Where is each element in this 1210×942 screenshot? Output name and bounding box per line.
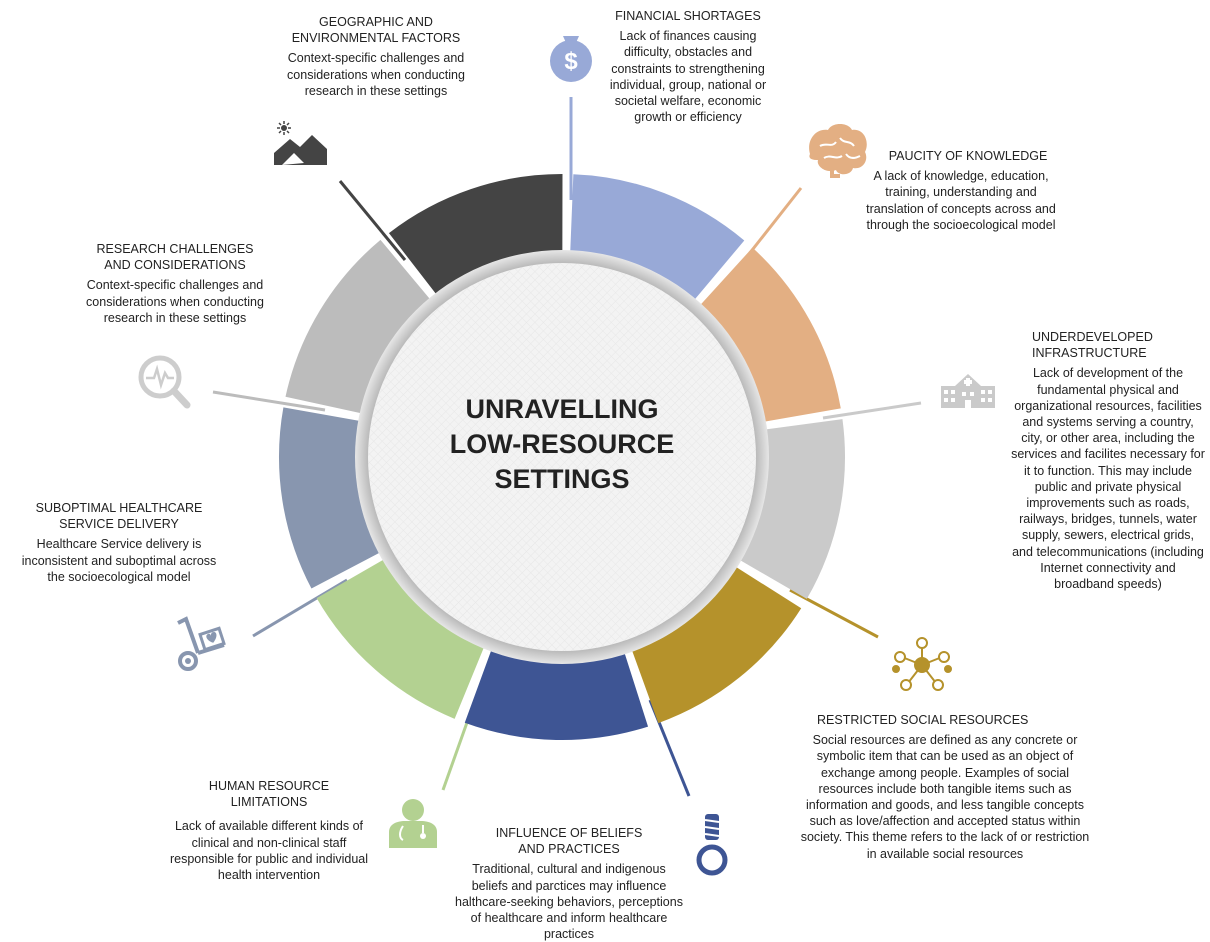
geographic-title-2: ENVIRONMENTAL FACTORS <box>291 31 461 46</box>
restricted-social-resources-desc: Social resources are defined as any conc… <box>800 733 1090 861</box>
ring <box>279 173 845 740</box>
underdeveloped-infrastructure-title-1: UNDERDEVELOPED <box>1032 330 1153 344</box>
suboptimal-healthcare-desc: Healthcare Service delivery is inconsist… <box>21 537 217 584</box>
connector-research <box>212 390 326 412</box>
human-resource-desc: Lack of available different kinds of cli… <box>169 819 369 883</box>
restricted-social-resources-title: RESTRICTED SOCIAL RESOURCES <box>817 713 1029 727</box>
ring-segment-infrastructure <box>739 419 845 599</box>
geographic-environmental-label: GEOGRAPHIC AND ENVIRONMENTAL FACTORS Con… <box>266 14 486 99</box>
center-title: UNRAVELLING LOW-RESOURCE SETTINGS <box>400 392 724 497</box>
financial-shortages-title: FINANCIAL SHORTAGES <box>615 9 761 23</box>
research-challenges-label: RESEARCH CHALLENGES AND CONSIDERATIONS C… <box>70 241 280 326</box>
restricted-social-resources-label: RESTRICTED SOCIAL RESOURCES Social resou… <box>800 712 1090 862</box>
ring-segment-beliefs <box>464 649 649 740</box>
influence-of-beliefs-label: INFLUENCE OF BELIEFS AND PRACTICES Tradi… <box>455 825 683 942</box>
connector-geographic <box>338 180 407 261</box>
financial-shortages-label: FINANCIAL SHORTAGES Lack of finances cau… <box>603 8 773 125</box>
connector-healthcare <box>252 578 348 638</box>
paucity-of-knowledge-label: PAUCITY OF KNOWLEDGE A lack of knowledge… <box>855 148 1067 233</box>
geographic-title-1: GEOGRAPHIC AND <box>319 15 433 29</box>
geographic-desc: Context-specific challenges and consider… <box>287 51 465 98</box>
hand-truck-heart-icon <box>177 616 226 671</box>
suboptimal-healthcare-title-1: SUBOPTIMAL HEALTHCARE <box>35 501 203 515</box>
magnifier-pulse-icon <box>138 355 191 409</box>
connector-social <box>789 588 879 639</box>
center-title-line-1: UNRAVELLING <box>465 394 659 424</box>
hospital-building-icon <box>941 374 995 408</box>
connector-infrastructure <box>822 401 922 420</box>
ring-segment-knowledge <box>699 247 841 422</box>
influence-of-beliefs-desc: Traditional, cultural and indigenous bel… <box>455 862 683 942</box>
human-resource-title-2: LIMITATIONS <box>230 795 308 810</box>
mountain-sun-icon <box>274 121 327 165</box>
center-title-line-3: SETTINGS <box>494 464 630 494</box>
connector-lines <box>212 97 922 797</box>
influence-of-beliefs-title-2: AND PRACTICES <box>518 842 620 857</box>
research-challenges-desc: Context-specific challenges and consider… <box>86 278 264 325</box>
center-title-line-2: LOW-RESOURCE <box>449 429 675 459</box>
underdeveloped-infrastructure-label: UNDERDEVELOPED INFRASTRUCTURE Lack of de… <box>1010 329 1206 592</box>
rope-knot-icon <box>696 814 728 876</box>
research-challenges-title-1: RESEARCH CHALLENGES <box>96 242 254 256</box>
doctor-icon <box>389 799 437 848</box>
research-challenges-title-2: AND CONSIDERATIONS <box>104 258 246 273</box>
ring-segment-research <box>285 239 431 414</box>
social-network-icon <box>892 637 952 691</box>
ring-segment-social <box>631 566 802 724</box>
brain-icon <box>809 124 867 178</box>
human-resource-title-1: HUMAN RESOURCE <box>208 779 330 793</box>
paucity-of-knowledge-desc: A lack of knowledge, education, training… <box>866 169 1056 232</box>
suboptimal-healthcare-title-2: SERVICE DELIVERY <box>59 517 179 532</box>
underdeveloped-infrastructure-desc: Lack of development of the fundamental p… <box>1011 366 1205 592</box>
ring-segment-financial <box>570 174 745 301</box>
underdeveloped-infrastructure-title-2: INFRASTRUCTURE <box>1032 346 1147 361</box>
ring-segment-human-resource <box>316 559 485 719</box>
human-resource-limitations-label: HUMAN RESOURCE LIMITATIONS Lack of avail… <box>160 778 378 883</box>
inner-circle-texture <box>368 263 756 651</box>
money-bag-icon: $ <box>550 36 592 82</box>
svg-text:$: $ <box>564 48 578 75</box>
suboptimal-healthcare-label: SUBOPTIMAL HEALTHCARE SERVICE DELIVERY H… <box>14 500 224 585</box>
financial-shortages-desc: Lack of finances causing difficulty, obs… <box>609 29 767 125</box>
influence-of-beliefs-title-1: INFLUENCE OF BELIEFS <box>495 826 643 840</box>
paucity-of-knowledge-title: PAUCITY OF KNOWLEDGE <box>888 149 1048 163</box>
ring-segment-geographic <box>388 173 563 295</box>
